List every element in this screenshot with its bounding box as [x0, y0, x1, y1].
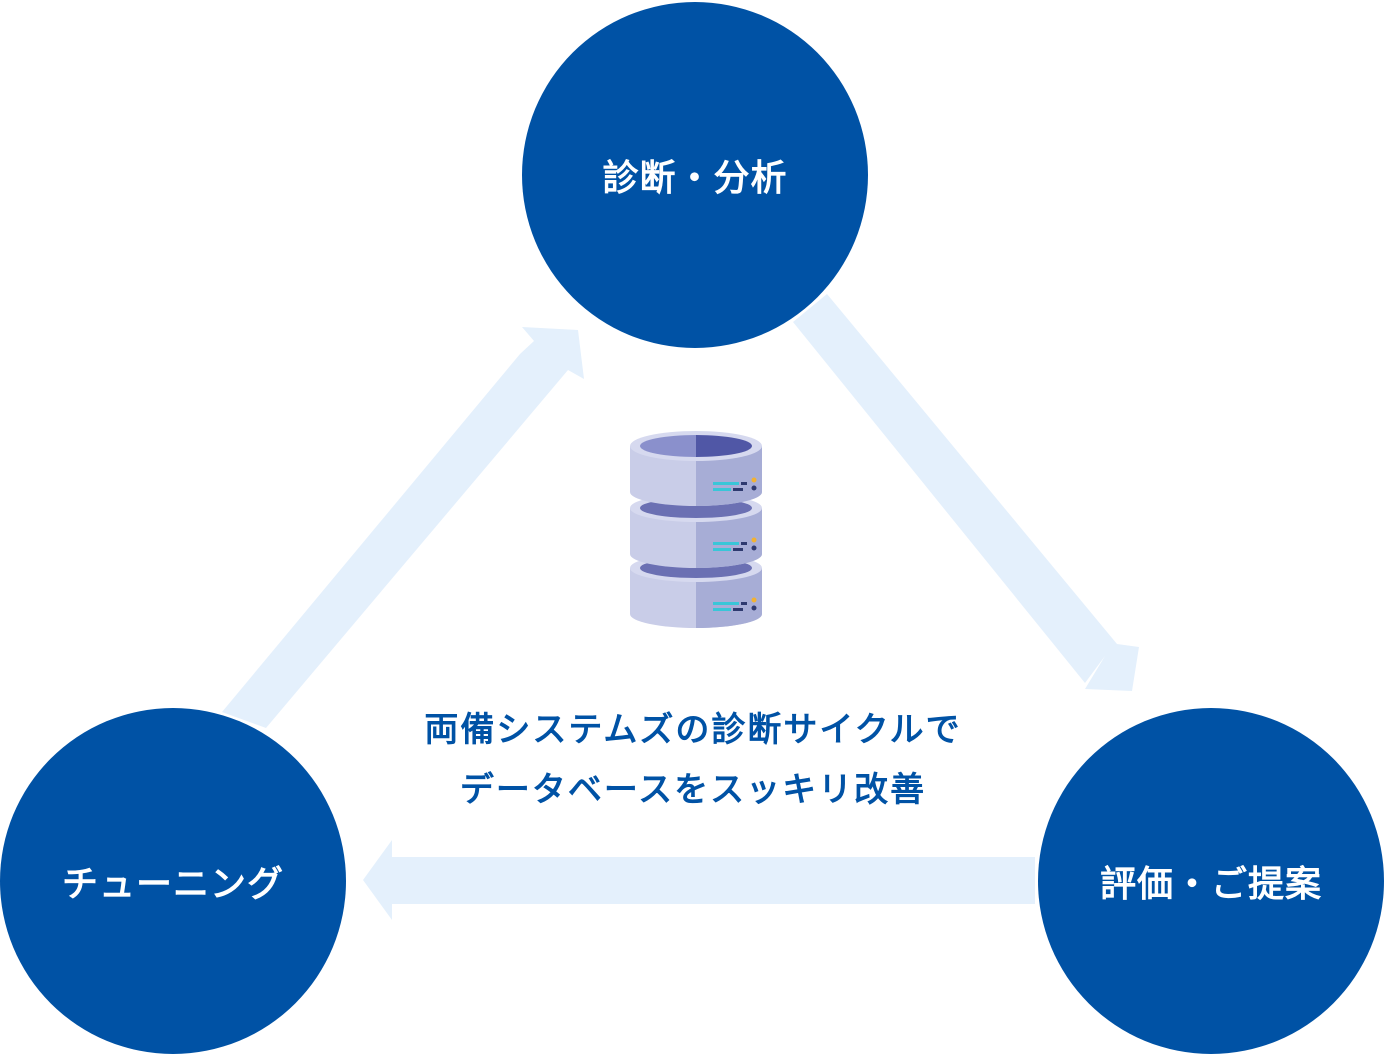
node-diagnosis-analysis: 診断・分析 [522, 2, 868, 348]
node-evaluation-proposal: 評価・ご提案 [1038, 708, 1384, 1054]
arrow-analysis-to-proposal [793, 294, 1139, 691]
node-label-diagnosis-analysis: 診断・分析 [602, 158, 788, 199]
caption-line-1: 両備システムズの診断サイクルで [424, 710, 962, 750]
node-label-tuning: チューニング [61, 864, 284, 905]
node-tuning: チューニング [0, 708, 346, 1054]
db-tier-middle [630, 494, 762, 568]
db-tier-top [630, 431, 762, 506]
db-tier-bottom [630, 554, 762, 628]
cycle-caption: 両備システムズの診断サイクルで データベースをスッキリ改善 [343, 700, 1043, 820]
caption-line-2: データベースをスッキリ改善 [459, 770, 927, 810]
database-server-icon [630, 431, 762, 628]
node-label-evaluation-proposal: 評価・ご提案 [1099, 864, 1322, 905]
arrow-tuning-to-analysis [222, 327, 584, 728]
arrow-proposal-to-tuning [363, 840, 1035, 920]
